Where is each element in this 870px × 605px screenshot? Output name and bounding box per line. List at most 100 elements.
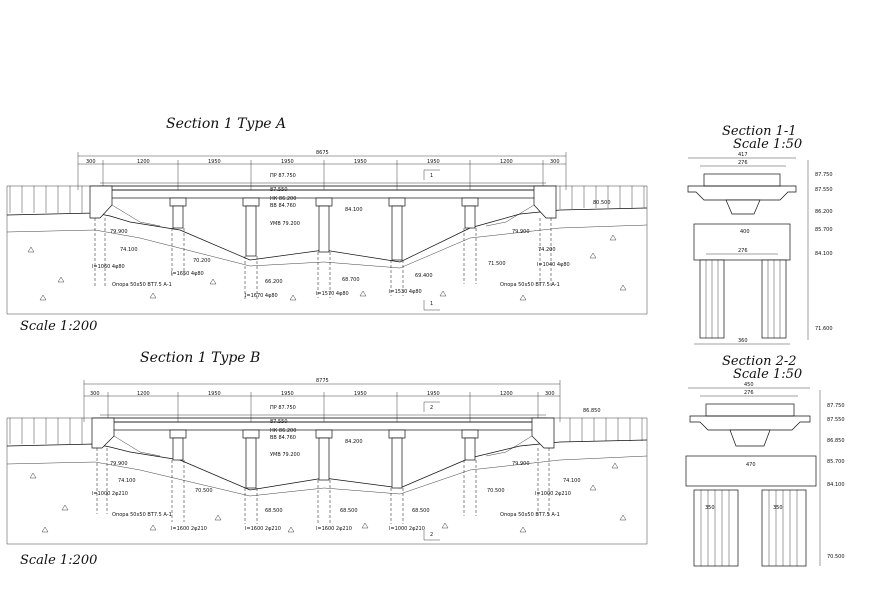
section-2-2-level-2: 87.550 [827,417,845,423]
section-b-soil-hatch [9,418,643,444]
section-a-level-1: ПР 87.750 [270,173,296,179]
svg-text:1: 1 [430,301,433,307]
section-a-soil-hatch [9,186,645,213]
section-b-frame [6,417,648,545]
section-a-piers [169,197,479,261]
section-2-2-pile-right [761,489,807,567]
section-b-soil-symbols [29,462,627,533]
section-b-ground-3: 70.500 [195,488,213,494]
section-b-level-9: 79.900 [110,461,128,467]
section-1-1-scale: Scale 1:50 [733,137,802,152]
section-1-1-level-6: 71.600 [815,326,833,332]
section-a-ground-3: 70.200 [193,258,211,264]
section-b-pile-1: l=1000 2φ210 [92,491,128,497]
section-2-2-dim-5: 350 [773,505,783,511]
section-b-deck-slab [99,417,547,423]
section-a-ground-line [6,207,648,263]
section-a: Section 1 Type A Scale 1:200 8675 300 12… [6,116,648,334]
section-a-pile-6: l=1040 4φ80 [537,262,570,268]
section-2-2-level-1: 87.750 [827,403,845,409]
section-2-2-dim-1: 450 [744,382,754,388]
section-a-ground-4: 68.700 [342,277,360,283]
section-a-abutment-left [89,185,113,219]
section-a-ground-1: 74.100 [120,247,138,253]
section-a-span-1: 300 [86,159,96,165]
section-a-span-ticks [77,152,567,190]
section-a-overall-dim: 8675 [316,150,329,156]
section-b-level-1: ПР 87.750 [270,405,296,411]
section-b-title: Section 1 Type B [140,350,260,366]
section-1-1-level-3: 86.200 [815,209,833,215]
section-b-level-8: 79.900 [512,461,530,467]
section-a-span-7: 1200 [500,159,513,165]
section-b-deck-girder [99,421,547,431]
section-a-ground-2: 74.200 [538,247,556,253]
section-1-1-title: Section 1-1 [722,124,797,139]
section-a-pile-2: l=1650 4φ80 [171,271,204,277]
section-a-span-2: 1200 [137,159,150,165]
section-a-pile-1: l=1060 4φ80 [92,264,125,270]
section-b-pile-6: l=1000 2φ210 [535,491,571,497]
section-2-2: Section 2-2 Scale 1:50 450 276 470 350 3… [685,354,845,567]
section-b-cut-marker-bottom: 2 [423,530,440,541]
section-1-1-dim-5: 360 [738,338,748,344]
section-b-ground-6: 68.500 [412,508,430,514]
section-b-span-6: 1950 [427,391,440,397]
section-a-level-6: УМВ 79.200 [270,221,300,227]
section-a-level-2: 87.550 [270,187,288,193]
section-1-1-dim-4: 276 [738,248,748,254]
section-b-ground-7: 70.500 [487,488,505,494]
section-b-scale: Scale 1:200 [20,553,97,568]
section-b-ground-1: 74.100 [118,478,136,484]
section-a-span-6: 1950 [427,159,440,165]
section-a-pile-3: l=1670 4φ80 [245,293,278,299]
section-a-ground-7: 71.500 [488,261,506,267]
section-1-1-level-2: 87.550 [815,187,833,193]
section-2-2-pile-left [693,489,739,567]
section-a-scale: Scale 1:200 [20,319,97,334]
section-2-2-dim-4: 350 [705,505,715,511]
section-1-1-dim-2: 276 [738,160,748,166]
section-1-1-level-5: 84.100 [815,251,833,257]
section-a-span-8: 300 [550,159,560,165]
section-b-pile-5: l=1000 2φ210 [389,526,425,532]
section-b-level-4: ВВ 84.760 [270,435,296,441]
section-b-piers [169,429,479,489]
section-a-level-7: 80.500 [593,200,611,206]
section-a-span-5: 1950 [354,159,367,165]
section-1-1-dim-1: 417 [738,152,748,158]
section-b-span-7: 1200 [500,391,513,397]
section-a-piles [94,218,552,300]
section-a-span-3: 1950 [208,159,221,165]
section-b-overall-dim: 8775 [316,378,329,384]
section-b-pile-3: l=1600 2φ210 [245,526,281,532]
svg-text:1: 1 [430,173,433,179]
section-1-1-bearing [725,199,761,215]
section-b-abutment-left [91,417,115,449]
section-1-1-deck [687,185,797,201]
section-a-span-4: 1950 [281,159,294,165]
section-a-abutment-right [533,185,557,219]
svg-text:2: 2 [430,532,433,538]
section-b-ground-line [6,439,648,491]
section-a-level-5: 84.100 [345,207,363,213]
section-2-2-bearing [729,429,771,447]
section-b-span-4: 1950 [281,391,294,397]
section-a-pile-5: l=1530 4φ80 [389,289,422,295]
section-2-2-dim-2: 276 [744,390,754,396]
section-2-2-scale: Scale 1:50 [733,367,802,382]
section-a-ground-6: 69.400 [415,273,433,279]
section-b-piles [96,448,550,524]
section-a-pile-4: l=1570 4φ80 [316,291,349,297]
section-1-1-girder [703,173,781,187]
section-a-frame [6,185,648,315]
section-b-level-3: НК 86.200 [270,428,296,434]
section-b-cut-marker-top: 2 [423,401,440,412]
section-a-title: Section 1 Type A [166,116,286,132]
section-2-2-deck [689,415,811,431]
section-2-2-level-6: 70.500 [827,554,845,560]
section-2-2-dim-3: 470 [746,462,756,468]
section-b-span-3: 1950 [208,391,221,397]
section-b-span-ticks [83,380,561,422]
